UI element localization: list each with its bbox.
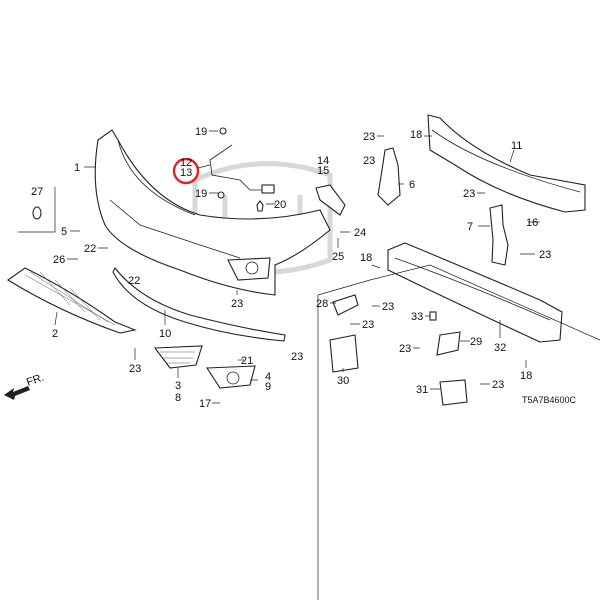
bumper-face <box>94 129 331 296</box>
callout-18: 18 <box>520 370 532 382</box>
small-brackets <box>329 294 468 406</box>
callout-17: 17 <box>199 398 211 410</box>
callout-30: 30 <box>337 375 349 387</box>
side-bracket <box>315 184 346 216</box>
lower-grille <box>7 267 137 334</box>
fog-light-covers <box>153 345 256 389</box>
callout-16: 16 <box>526 217 538 229</box>
callout-33: 33 <box>411 311 423 323</box>
callout-23: 23 <box>231 298 243 310</box>
callout-22: 22 <box>84 243 96 255</box>
callout-23: 23 <box>291 351 303 363</box>
callout-6: 6 <box>409 179 415 191</box>
callout-1: 1 <box>74 162 80 174</box>
front-label: FR. <box>25 371 46 388</box>
callout-23: 23 <box>539 249 551 261</box>
callout-14: 14 <box>317 155 329 167</box>
callout-11: 11 <box>511 140 522 152</box>
callout-23: 23 <box>463 188 475 200</box>
callout-23: 23 <box>362 319 374 331</box>
callout-28: 28 <box>316 298 328 310</box>
callout-25: 25 <box>332 251 344 263</box>
clip-27-box <box>18 187 56 233</box>
callout-24: 24 <box>354 227 366 239</box>
callout-23: 23 <box>382 301 394 313</box>
callout-23: 23 <box>492 379 504 391</box>
callout-19: 19 <box>195 188 207 200</box>
callout-3: 3 <box>175 380 181 392</box>
callout-23: 23 <box>363 155 375 167</box>
callout-32: 32 <box>494 342 506 354</box>
callout-23: 23 <box>129 363 141 375</box>
callouts: 1 19 19 12 13 20 27 5 22 26 22 2 10 23 2… <box>31 126 577 410</box>
lower-molding <box>112 266 286 342</box>
callout-12: 12 <box>180 157 192 169</box>
callout-7: 7 <box>467 221 473 233</box>
callout-10: 10 <box>159 328 171 340</box>
energy-absorber <box>317 242 600 600</box>
callout-8: 8 <box>175 392 181 404</box>
callout-20: 20 <box>274 199 286 211</box>
callout-21: 21 <box>241 355 253 367</box>
callout-18: 18 <box>410 129 422 141</box>
callout-23: 23 <box>399 343 411 355</box>
wire-harness <box>209 127 275 212</box>
callout-31: 31 <box>416 384 428 396</box>
callout-26: 26 <box>53 254 65 266</box>
brackets <box>377 147 509 266</box>
callout-4: 4 <box>265 371 271 383</box>
diagram-code: T5A7B4600C <box>522 395 577 405</box>
callout-18: 18 <box>360 252 372 264</box>
callout-13: 13 <box>180 167 192 179</box>
bumper-beam <box>427 114 586 213</box>
callout-19: 19 <box>195 126 207 138</box>
callout-5: 5 <box>61 226 67 238</box>
callout-22: 22 <box>128 275 140 287</box>
leader-lines <box>54 130 540 404</box>
callout-9: 9 <box>265 381 271 393</box>
callout-2: 2 <box>52 328 58 340</box>
callout-23: 23 <box>363 131 375 143</box>
callout-15: 15 <box>317 165 329 177</box>
callout-27: 27 <box>31 186 43 198</box>
callout-29: 29 <box>470 336 482 348</box>
front-direction-arrow: FR. <box>4 371 46 400</box>
highlight-circle <box>172 157 200 185</box>
